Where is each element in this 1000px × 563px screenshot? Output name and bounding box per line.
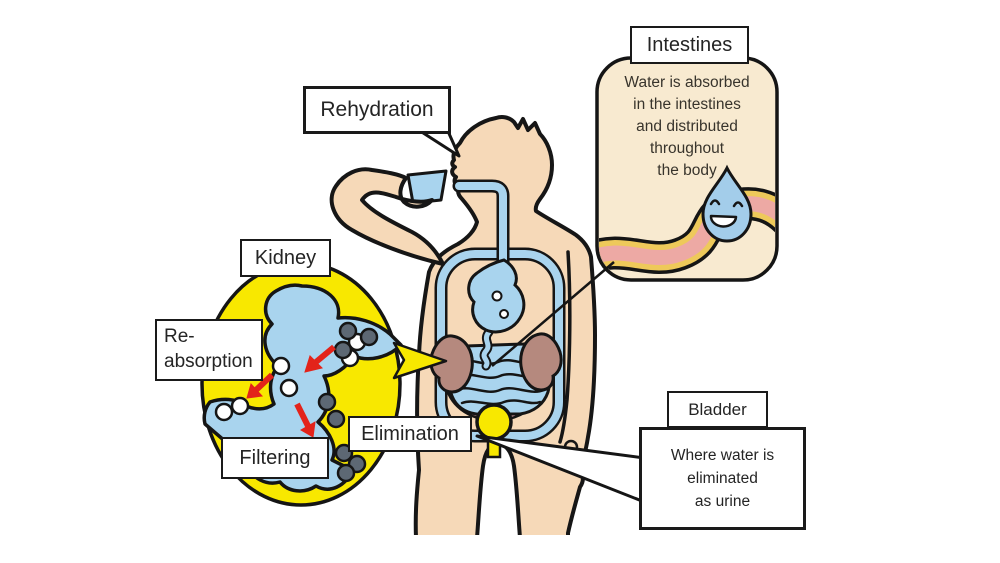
kidney-pointer	[392, 341, 448, 380]
intestines-bubble	[595, 56, 779, 282]
bladder-organ	[475, 403, 513, 441]
internal-organs	[429, 179, 566, 459]
water-droplet-mascot-icon	[701, 164, 753, 243]
intestines-pointer-line	[491, 261, 615, 367]
flow-arrows	[246, 344, 336, 438]
raised-arm	[329, 167, 445, 266]
inner-arm-line	[558, 250, 572, 444]
kidney-label: Kidney	[240, 239, 331, 277]
kidney-left-organ	[429, 334, 474, 394]
kidney-right-organ	[519, 332, 563, 392]
reabsorption-label: Re-absorption	[155, 319, 263, 381]
intestine-illustration	[599, 187, 775, 277]
filtered-water-dots	[214, 332, 367, 422]
bladder-label: Bladder	[667, 391, 768, 428]
filtering-label: Filtering	[221, 437, 329, 479]
bladder-note-box: Where water is eliminated as urine	[639, 427, 806, 530]
elimination-label: Elimination	[348, 416, 472, 452]
intestines-note: Water is absorbed in the intestines and …	[624, 74, 750, 179]
waste-dots	[317, 321, 379, 483]
intestines-label: Intestines	[630, 26, 749, 64]
rehydration-label: Rehydration	[303, 86, 451, 134]
cup	[406, 169, 448, 205]
